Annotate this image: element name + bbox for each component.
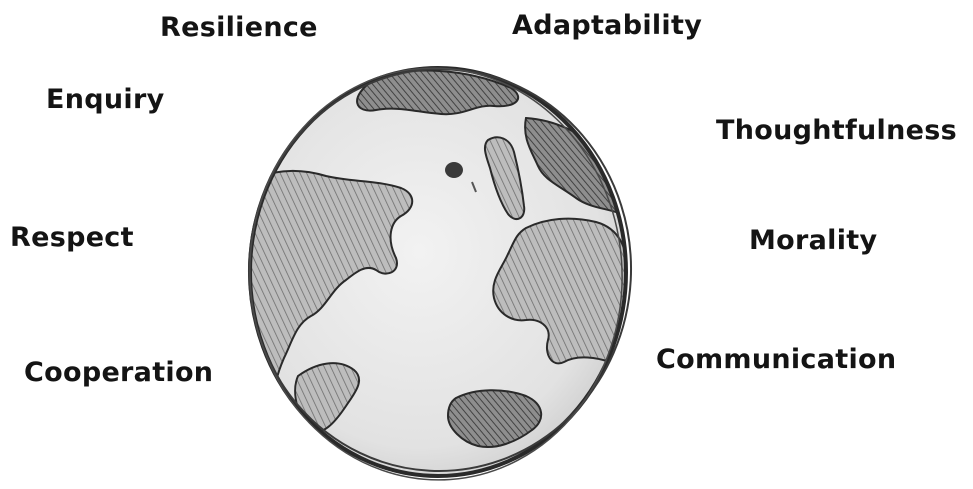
label-adaptability: Adaptability [512, 12, 702, 39]
label-cooperation: Cooperation [24, 359, 213, 386]
label-resilience: Resilience [160, 14, 318, 41]
label-thoughtfulness: Thoughtfulness [716, 117, 957, 144]
landmass-dot [445, 162, 463, 178]
label-communication: Communication [656, 346, 896, 373]
globe-icon [226, 58, 656, 488]
label-enquiry: Enquiry [46, 86, 165, 113]
label-respect: Respect [10, 224, 134, 251]
label-morality: Morality [749, 227, 877, 254]
